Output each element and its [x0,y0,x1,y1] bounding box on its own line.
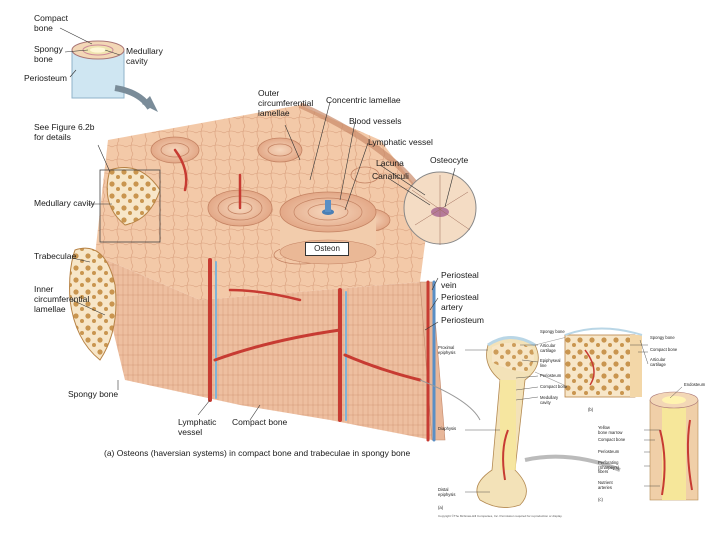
inset-label-spongy-bone: Spongy bone [540,329,565,334]
label-concentric-lamellae: Concentric lamellae [326,95,401,105]
inset-right-label-spongy-bone: Spongy bone [650,335,675,340]
label-medullary-cavity-thumb: Medullary cavity [126,46,163,66]
main-leaders [71,101,456,421]
label-osteon: Osteon [305,242,349,256]
inset-label-distal-epiphysis: Distal epiphysis [438,487,456,497]
label-lacuna: Lacuna [376,158,404,168]
diaphysis-cylinder [649,391,699,501]
thumbnail-bone [71,40,158,112]
label-lymphatic-vessel-bottom: Lymphatic vessel [178,417,217,437]
inset-label-compact-bone: Compact bone [540,384,568,389]
inset-label-b: (b) [588,407,594,412]
inset-leaders [465,339,683,493]
inset-label-a: (a) [438,505,444,510]
connector-arrow [419,379,481,421]
inset-label-diaphysis: Diaphysis [438,426,457,431]
label-spongy-bone-thumb: Spongy bone [34,44,63,64]
inset-label-periosteum-2: Periosteum [598,449,620,454]
inset-label-medullary-cavity: Medullary cavity [540,395,559,405]
label-periosteal-vein: Periosteal vein [441,270,479,290]
inset-label-perforating-fibers: Perforating (Sharpey's) fibers [598,460,620,475]
label-lymphatic-vessel: Lymphatic vessel [368,137,433,147]
label-inner-circumferential-lamellae: Inner circumferential lamellae [34,284,90,314]
osteocyte-magnifier [403,171,477,245]
label-outer-circumferential-lamellae: Outer circumferential lamellae [258,88,314,118]
label-compact-bone-thumb: Compact bone [34,13,69,33]
label-spongy-bone: Spongy bone [68,389,119,399]
label-periosteum: Periosteum [441,315,484,325]
spongy-block [564,327,643,398]
inset-label-nutrient-arteries: Nutrient arteries [598,480,613,490]
label-canaliculi: Canaliculi [372,171,409,181]
label-osteocyte: Osteocyte [430,155,469,165]
inset-label-endosteum: Endosteum [684,382,706,387]
inset-right-label-articular-cartilage: Articular cartilage [650,357,666,367]
inset-label-epiphyseal-line: Epiphyseal line [540,358,561,368]
inset-label-articular-cartilage: Articular cartilage [540,343,556,353]
copyright-notice: Copyright ©The McGraw-Hill Companies, In… [438,514,563,518]
long-bone-inset [476,334,621,508]
label-see-figure: See Figure 6.2b for details [34,122,95,142]
blood-vessels [173,148,436,442]
figure-caption: (a) Osteons (haversian systems) in compa… [104,448,411,458]
inset-label-yellow-marrow: Yellow bone marrow [598,425,623,435]
inset-label-proximal-epiphysis: Proximal epiphysis [438,345,456,355]
inset-label-periosteum: Periosteum [540,373,562,378]
inset-right-label-compact-bone: Compact bone [650,347,678,352]
inset-label-c: (c) [598,497,603,502]
label-trabeculae: Trabeculae [34,251,77,261]
spongy-trabeculae [69,167,161,361]
label-periosteal-artery: Periosteal artery [441,292,479,312]
thumbnail-leaders [59,27,121,78]
inset-label-compact-bone-2: Compact bone [598,437,626,442]
label-periosteum-thumb: Periosteum [24,73,67,83]
label-medullary-cavity: Medullary cavity [34,198,95,208]
label-compact-bone: Compact bone [232,417,288,427]
label-blood-vessels: Blood vessels [349,116,402,126]
